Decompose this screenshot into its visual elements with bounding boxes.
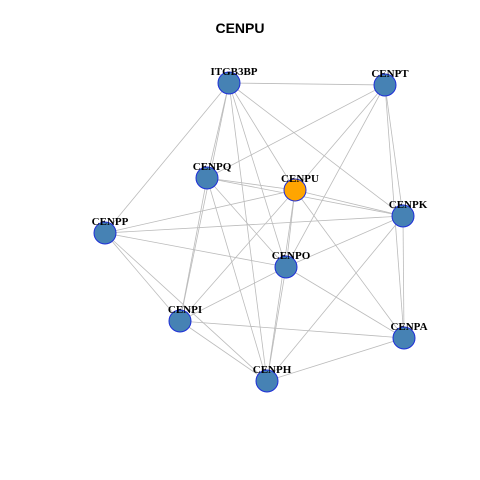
node-label-itgb3bp: ITGB3BP (210, 66, 257, 78)
edge-cenpa-cenph (266, 337, 405, 382)
node-cenpp (93, 221, 117, 245)
node-cenpi (168, 309, 192, 333)
edge-itgb3bp-cenpk (228, 82, 404, 217)
edge-cenpk-cenpo (285, 215, 404, 268)
edge-cenpk-cenph (266, 215, 404, 382)
node-label-cenpa: CENPA (390, 321, 427, 333)
edge-cenpo-cenpa (285, 266, 405, 339)
diagram-title: CENPU (215, 20, 265, 36)
node-cenpq (195, 166, 219, 190)
edge-cenpt-cenpu (294, 84, 386, 191)
edge-itgb3bp-cenpp (104, 82, 230, 234)
node-cenpo (274, 255, 298, 279)
node-cenph (255, 369, 279, 393)
edge-cenpi-cenpa (179, 320, 405, 339)
node-label-cenpq: CENPQ (193, 161, 232, 173)
edge-cenpo-cenph (266, 266, 287, 382)
edge-cenpk-cenpa (402, 215, 405, 339)
node-label-cenpi: CENPI (168, 304, 202, 316)
edge-cenpu-cenpa (294, 189, 405, 339)
edge-cenpt-cenpk (384, 84, 404, 217)
edge-itgb3bp-cenpo (228, 82, 287, 268)
node-label-cenpk: CENPK (389, 199, 428, 211)
edge-cenpo-cenpi (179, 266, 287, 322)
edge-itgb3bp-cenph (228, 82, 268, 382)
edge-cenpp-cenph (104, 232, 268, 382)
node-label-cenpt: CENPT (371, 68, 409, 80)
edge-cenpq-cenpo (206, 177, 287, 268)
node-cenpt (373, 73, 397, 97)
node-label-cenpo: CENPO (272, 250, 311, 262)
edge-cenpt-cenpo (285, 84, 386, 268)
node-cenpa (392, 326, 416, 350)
edge-cenpu-cenpp (104, 189, 296, 234)
node-layer: CENPU ITGB3BP CENPT CENPQ CENPK CENPP CENPO CEN… (92, 66, 428, 393)
edge-cenpq-cenph (206, 177, 268, 382)
edge-cenpq-cenpu (206, 177, 296, 191)
edge-itgb3bp-cenpu (228, 82, 296, 191)
edge-itgb3bp-cenpi (179, 82, 230, 322)
edge-cenpt-cenpq (206, 84, 386, 179)
node-label-cenpp: CENPP (92, 216, 129, 228)
edge-itgb3bp-cenpt (228, 82, 386, 86)
node-label-cenph: CENPH (253, 364, 292, 376)
edge-cenpp-cenpi (104, 232, 181, 322)
edge-cenpu-cenpi (179, 189, 296, 322)
node-itgb3bp (217, 71, 241, 95)
edge-cenpq-cenpk (206, 177, 404, 217)
node-label-cenpu: CENPU (281, 173, 319, 185)
edge-cenpp-cenpk (104, 215, 404, 234)
node-cenpu (283, 178, 307, 202)
edge-layer (104, 82, 405, 382)
edge-cenpp-cenpo (104, 232, 287, 268)
node-cenpk (391, 204, 415, 228)
edge-cenpu-cenpk (294, 189, 404, 217)
edge-cenpu-cenph (266, 189, 296, 382)
edge-cenpi-cenph (179, 320, 268, 382)
